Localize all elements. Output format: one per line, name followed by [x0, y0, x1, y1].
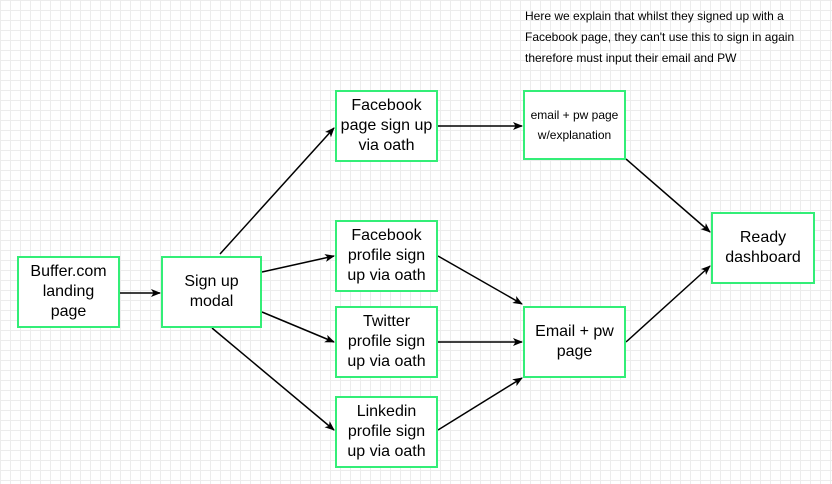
node-label: Ready dashboard: [725, 229, 801, 266]
node-email-pw-explanation[interactable]: email + pw page w/explanation: [523, 90, 626, 160]
node-facebook-profile-signup[interactable]: Facebook profile sign up via oath: [335, 220, 438, 292]
node-label: Email + pw page: [535, 323, 614, 360]
edge-signup-modal-to-fb-profile: [261, 254, 335, 273]
node-buffer-landing-page[interactable]: Buffer.com landing page: [17, 256, 120, 328]
node-twitter-profile-signup[interactable]: Twitter profile sign up via oath: [335, 306, 438, 378]
node-label: Buffer.com landing page: [30, 263, 107, 320]
node-linkedin-profile-signup[interactable]: Linkedin profile sign up via oath: [335, 396, 438, 468]
node-label: Facebook profile sign up via oath: [347, 227, 426, 284]
node-facebook-page-signup[interactable]: Facebook page sign up via oath: [335, 90, 438, 162]
edge-signup-modal-to-fb-page: [219, 127, 335, 255]
explanation-note: Here we explain that whilst they signed …: [525, 9, 795, 65]
edge-signup-modal-to-linkedin: [211, 327, 335, 431]
edge-signup-modal-to-twitter: [261, 311, 335, 343]
edge-fb-profile-to-email-pw: [437, 255, 523, 305]
node-label: email + pw page w/explanation: [530, 108, 619, 142]
edge-email-pw-to-dashboard: [625, 265, 711, 343]
node-label: Twitter profile sign up via oath: [347, 313, 426, 370]
node-sign-up-modal[interactable]: Sign up modal: [161, 256, 262, 328]
node-email-pw-page[interactable]: Email + pw page: [523, 306, 626, 378]
edge-linkedin-to-email-pw: [437, 377, 523, 431]
node-label: Facebook page sign up via oath: [340, 97, 433, 154]
edge-email-pw-explain-to-dashboard: [625, 158, 711, 233]
node-label: Linkedin profile sign up via oath: [347, 403, 426, 460]
node-label: Sign up modal: [184, 273, 239, 310]
node-ready-dashboard[interactable]: Ready dashboard: [711, 212, 815, 284]
